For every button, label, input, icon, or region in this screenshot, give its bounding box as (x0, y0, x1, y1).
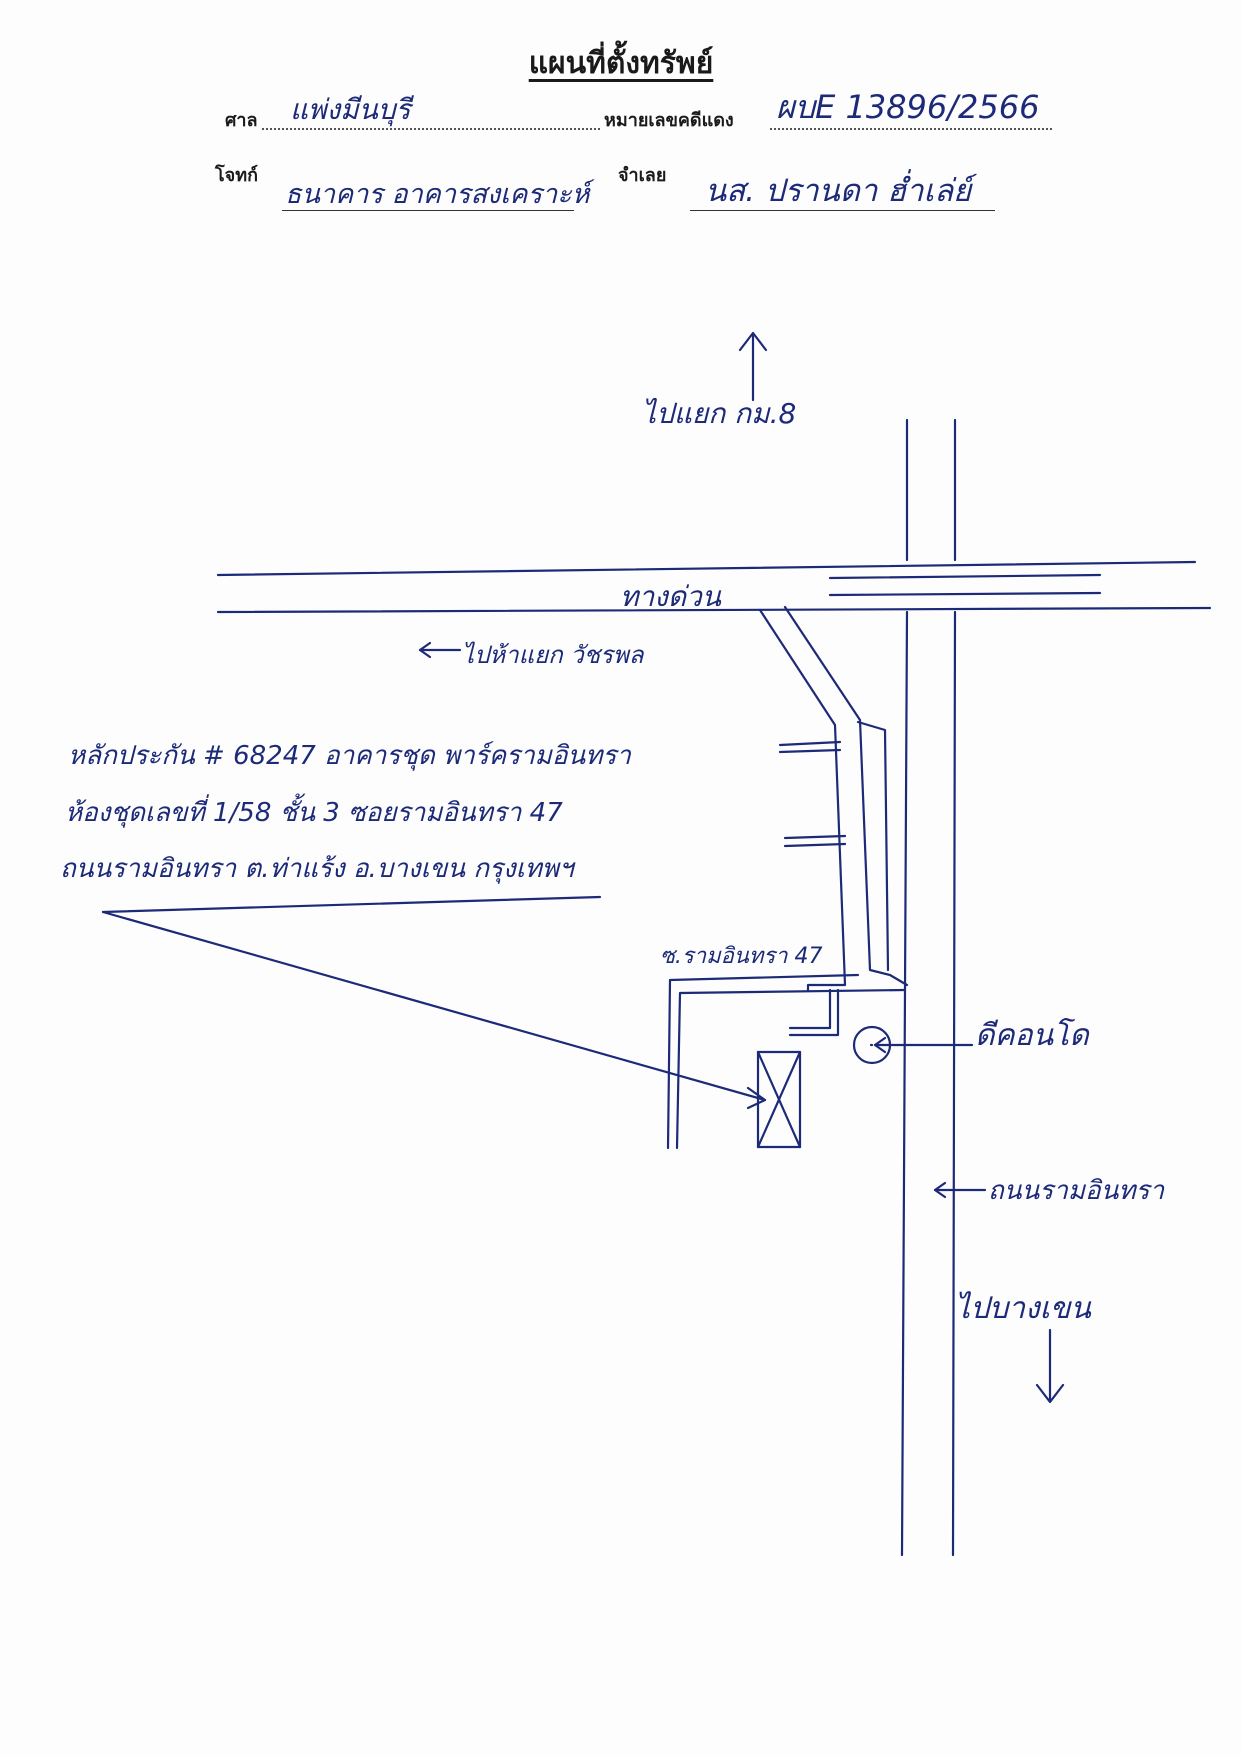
main-road-edge-right (951, 610, 957, 1557)
court-label: ศาล (225, 110, 258, 131)
west-arrow-icon (418, 641, 462, 659)
building-stub-2 (778, 748, 842, 754)
soi-inner-edge (856, 720, 890, 972)
page-title: แผนที่ตั้งทรัพย์ (528, 46, 714, 81)
note-underline (101, 895, 602, 914)
soi47-jog-2 (788, 988, 840, 1037)
property-note-line1: หลักประกัน # 68247 อาคารชุด พาร์ครามอินท… (68, 741, 631, 771)
soi47-edge-outer (666, 973, 860, 1150)
soi47-jog-1 (788, 988, 832, 1030)
note-pointer-line (101, 910, 767, 1102)
case-number-value: ผบE 13896/2566 (776, 88, 1040, 126)
expressway-lane-line-2 (828, 591, 1102, 597)
building-stub-3 (783, 834, 847, 840)
west-direction-label: ไปห้าแยก วัชรพล (462, 641, 644, 669)
building-stub-1 (778, 740, 842, 747)
soi-label: ซ.รามอินทรา 47 (660, 944, 823, 969)
south-arrow-icon (1035, 1328, 1065, 1404)
expressway-label: ทางด่วน (620, 580, 721, 613)
court-underline (262, 128, 600, 130)
property-marker-icon (756, 1050, 802, 1149)
soi-edge-left-top (758, 608, 847, 992)
property-note-line3: ถนนรามอินทรา ต.ท่าแร้ง อ.บางเขน กรุงเทพฯ (60, 854, 574, 884)
landmark-label: ดีคอนโด (975, 1018, 1089, 1053)
north-arrow-icon (738, 331, 768, 402)
expressway-edge-bottom (216, 606, 1212, 614)
main-road-arrow-icon (933, 1181, 987, 1199)
property-note-line2: ห้องชุดเลขที่ 1/58 ชั้น 3 ซอยรามอินทรา 4… (65, 798, 563, 828)
main-road-edge-left (900, 610, 909, 1557)
south-direction-label: ไปบางเขน (955, 1291, 1091, 1326)
main-road-label: ถนนรามอินทรา (988, 1176, 1165, 1206)
plaintiff-label: โจทก์ (215, 165, 258, 186)
north-direction-label: ไปแยก กม.8 (642, 397, 797, 430)
defendant-label: จำเลย (618, 165, 667, 186)
soi-edge-right (783, 605, 909, 987)
expressway-edge-top (216, 560, 1197, 577)
plaintiff-underline (282, 210, 574, 211)
defendant-value: นส. ปรานดา ฮ่ำเล่ย์ (705, 173, 972, 209)
defendant-underline (690, 210, 995, 211)
plaintiff-value: ธนาคาร อาคารสงเคราะห์ (285, 179, 590, 210)
building-stub-4 (783, 842, 847, 848)
expressway-lane-line-1 (828, 573, 1102, 580)
case-number-label: หมายเลขคดีแดง (604, 110, 734, 131)
court-value: แพ่งมีนบุรี (290, 93, 411, 126)
case-number-underline (770, 128, 1052, 130)
